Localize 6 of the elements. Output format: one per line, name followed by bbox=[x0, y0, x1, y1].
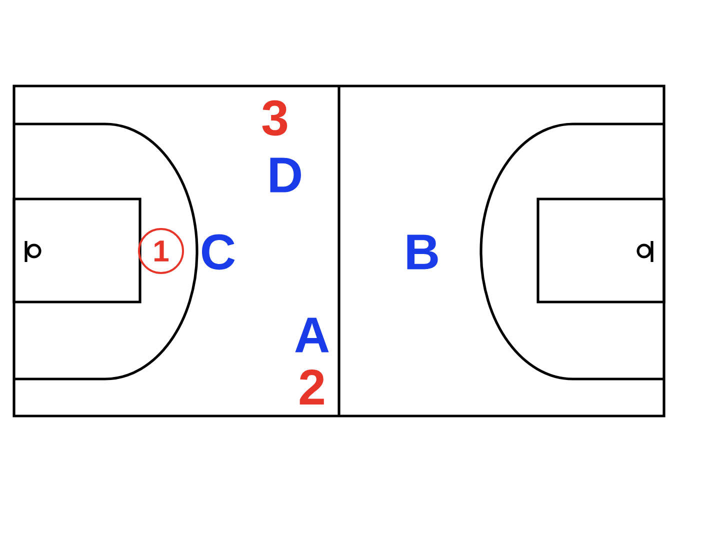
player-letter: B bbox=[407, 234, 438, 270]
player-letter: D bbox=[270, 158, 301, 192]
player-letter: A bbox=[295, 318, 329, 352]
circled-number: 1 bbox=[138, 228, 184, 274]
player-number: 2 bbox=[300, 370, 324, 404]
player-number: 3 bbox=[262, 100, 288, 136]
